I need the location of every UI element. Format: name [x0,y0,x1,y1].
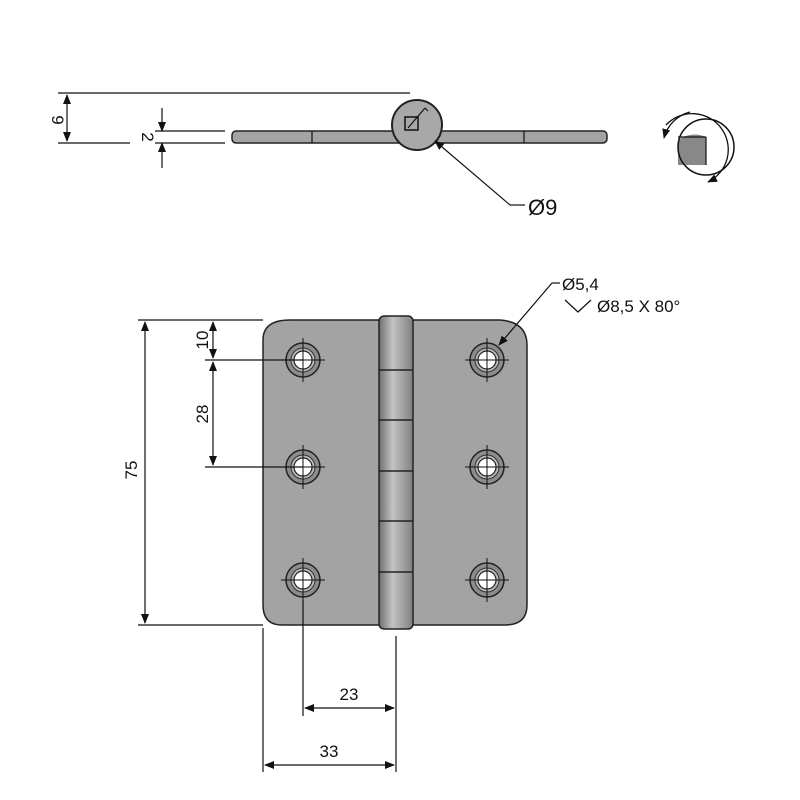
front-view: 75 10 28 23 33 Ø5,4 Ø8,5 X 80° [122,275,680,772]
mounting-hole [465,558,509,602]
dim-hole-to-axis-label: 23 [340,685,359,704]
countersink-icon [564,299,592,313]
dim-pin-diameter-label: Ø9 [528,195,557,220]
dim-overall-height-label: 75 [122,461,141,480]
mounting-hole [465,445,509,489]
dim-top-to-hole-label: 10 [193,331,212,350]
dim-leaf-width-label: 33 [320,742,339,761]
rotation-icon [662,111,735,183]
right-leaf [411,319,528,626]
dim-hole-spacing-label: 28 [193,405,212,424]
hinge-knuckle [378,315,414,630]
mounting-hole [281,558,325,602]
mounting-holes [281,338,509,602]
hinge-pin [391,99,443,151]
mounting-hole [465,338,509,382]
hole-callout-label: Ø5,4 [562,275,599,294]
view-symbol-icon [404,116,419,131]
left-leaf [262,319,383,626]
dim-thickness-label: 2 [138,132,157,141]
countersink-callout-label: Ø8,5 X 80° [597,297,680,316]
side-view: 9 2 Ø9 [48,92,608,220]
dim-height-label: 9 [48,115,67,124]
